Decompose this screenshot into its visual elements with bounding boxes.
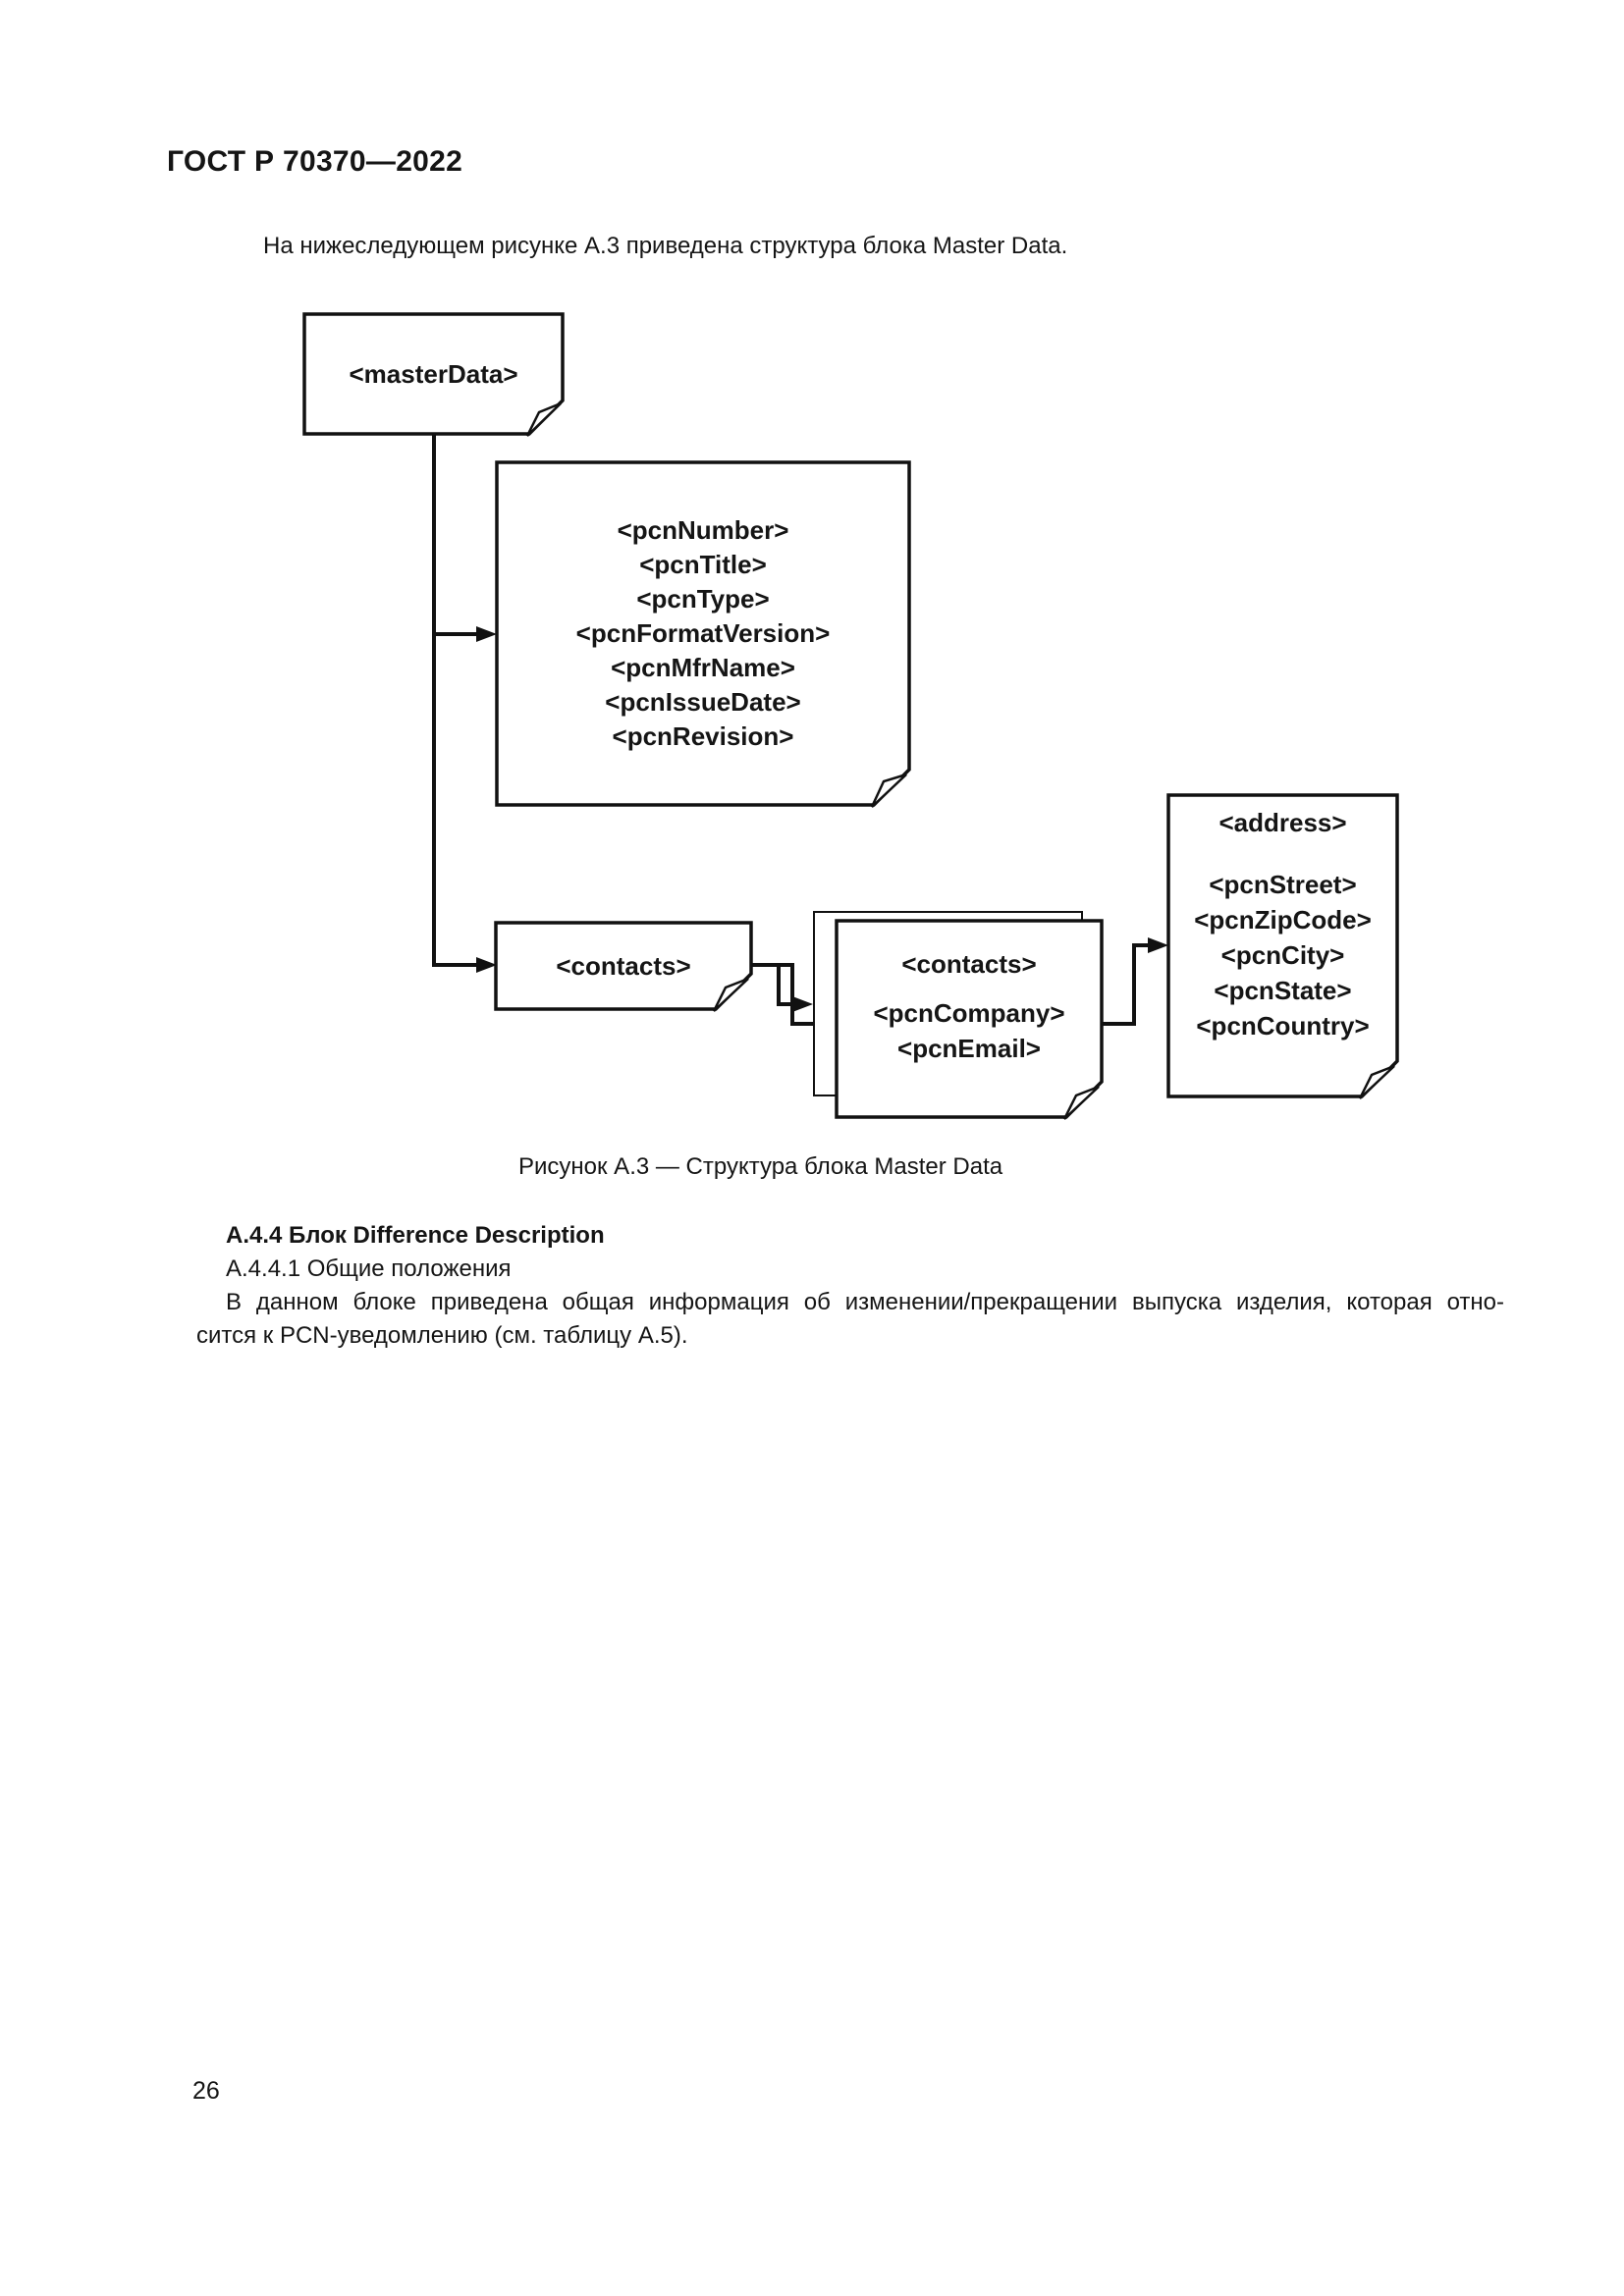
masterdata-box: <masterData>: [302, 312, 565, 437]
folded-corner: [525, 401, 562, 437]
pcn-fields-box: <pcnNumber> <pcnTitle> <pcnType> <pcnFor…: [495, 460, 911, 808]
folded-corner: [1062, 1085, 1100, 1120]
masterdata-structure-diagram: <masterData> <pcnNumber> <pcnTitle> <pcn…: [302, 312, 1399, 1120]
arrowhead-to-detail-back: [792, 996, 813, 1012]
folded-corner: [712, 977, 749, 1012]
contacts-detail-field: <pcnCompany>: [873, 998, 1065, 1028]
address-field: <pcnState>: [1214, 976, 1352, 1005]
page-number: 26: [192, 2077, 220, 2105]
page-title: ГОСТ Р 70370—2022: [167, 145, 463, 178]
figure-caption: Рисунок А.3 — Структура блока Master Dat…: [518, 1153, 1003, 1180]
pcn-field-label: <pcnMfrName>: [611, 653, 795, 682]
pcn-field-label: <pcnRevision>: [612, 721, 794, 751]
connector-masterdata-trunk: [432, 433, 477, 967]
pcn-field-label: <pcnIssueDate>: [605, 687, 801, 717]
pcn-field-label: <pcnTitle>: [639, 550, 767, 579]
address-field: <pcnZipCode>: [1194, 905, 1372, 934]
folded-corner: [1358, 1064, 1395, 1099]
address-title: <address>: [1218, 808, 1347, 837]
body-paragraph-line: В данном блоке приведена общая информаци…: [226, 1289, 1504, 1315]
arrowhead-to-contacts: [476, 957, 497, 973]
arrowhead-to-address: [1148, 937, 1168, 953]
arrowhead-to-pcnfields: [476, 626, 497, 642]
address-field: <pcnStreet>: [1209, 870, 1357, 899]
body-paragraph: В данном блоке приведена общая информаци…: [196, 1286, 1504, 1353]
contacts-detail-field: <pcnEmail>: [897, 1034, 1041, 1063]
subsection-heading: А.4.4.1 Общие положения: [226, 1255, 512, 1282]
contacts-box: <contacts>: [494, 921, 753, 1012]
contacts-detail-title: <contacts>: [901, 949, 1037, 979]
address-field: <pcnCity>: [1220, 940, 1345, 970]
pcn-field-label: <pcnNumber>: [617, 515, 789, 545]
body-paragraph-line: сится к PCN-уведомлению (см. таблицу А.5…: [196, 1322, 688, 1349]
section-heading: А.4.4 Блок Difference Description: [226, 1222, 605, 1249]
address-field: <pcnCountry>: [1196, 1011, 1370, 1041]
contacts-detail-box: <contacts> <pcnCompany> <pcnEmail>: [835, 919, 1104, 1120]
pcn-field-label: <pcnType>: [636, 584, 770, 614]
contacts-label: <contacts>: [556, 950, 691, 981]
pcn-field-label: <pcnFormatVersion>: [575, 618, 831, 648]
connector-contacts-to-detail-front: [751, 963, 817, 1026]
intro-paragraph: На нижеследующем рисунке А.3 приведена с…: [263, 233, 1068, 259]
connector-detail-to-address: [1102, 943, 1149, 1026]
address-box: <address> <pcnStreet> <pcnZipCode> <pcnC…: [1166, 793, 1399, 1099]
masterdata-label: <masterData>: [349, 358, 518, 389]
folded-corner: [870, 773, 907, 808]
connector-contacts-to-detail-back: [777, 965, 793, 1006]
